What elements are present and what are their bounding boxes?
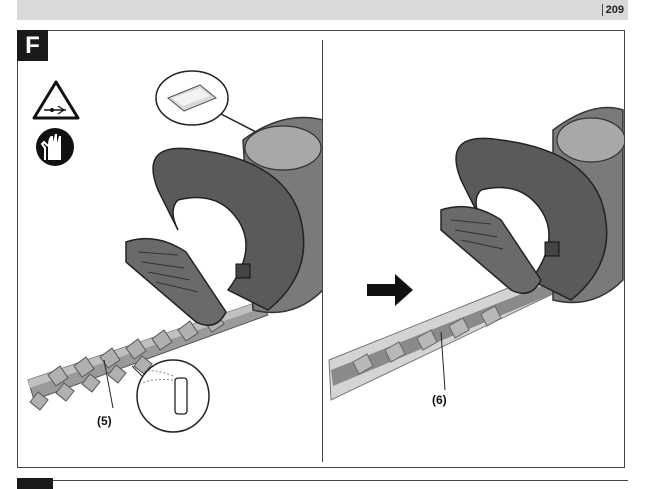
push-arrow-icon [367, 274, 413, 306]
bottom-tab [17, 478, 53, 489]
part-6-leader [440, 331, 446, 391]
right-illustration [328, 106, 624, 401]
figure-letter-badge: F [17, 30, 48, 61]
panel-divider [322, 40, 323, 462]
oil-packet-bubble [155, 70, 257, 133]
hedge-trimmer-body [125, 116, 322, 327]
part-5-leader [103, 359, 114, 409]
blade-guard [328, 269, 562, 401]
hedge-trimmer-body-right [440, 106, 624, 304]
gloves-icon [36, 128, 74, 166]
bottom-rule [17, 480, 628, 481]
part-label-6: (6) [432, 393, 447, 407]
part-label-5: (5) [97, 414, 112, 428]
spray-bubble [131, 359, 210, 433]
left-illustration [27, 70, 322, 433]
page-number: 209 [601, 4, 624, 16]
page-header-bar: 209 [17, 0, 628, 20]
warning-triangle-icon [32, 80, 80, 120]
figure-frame [17, 30, 625, 468]
